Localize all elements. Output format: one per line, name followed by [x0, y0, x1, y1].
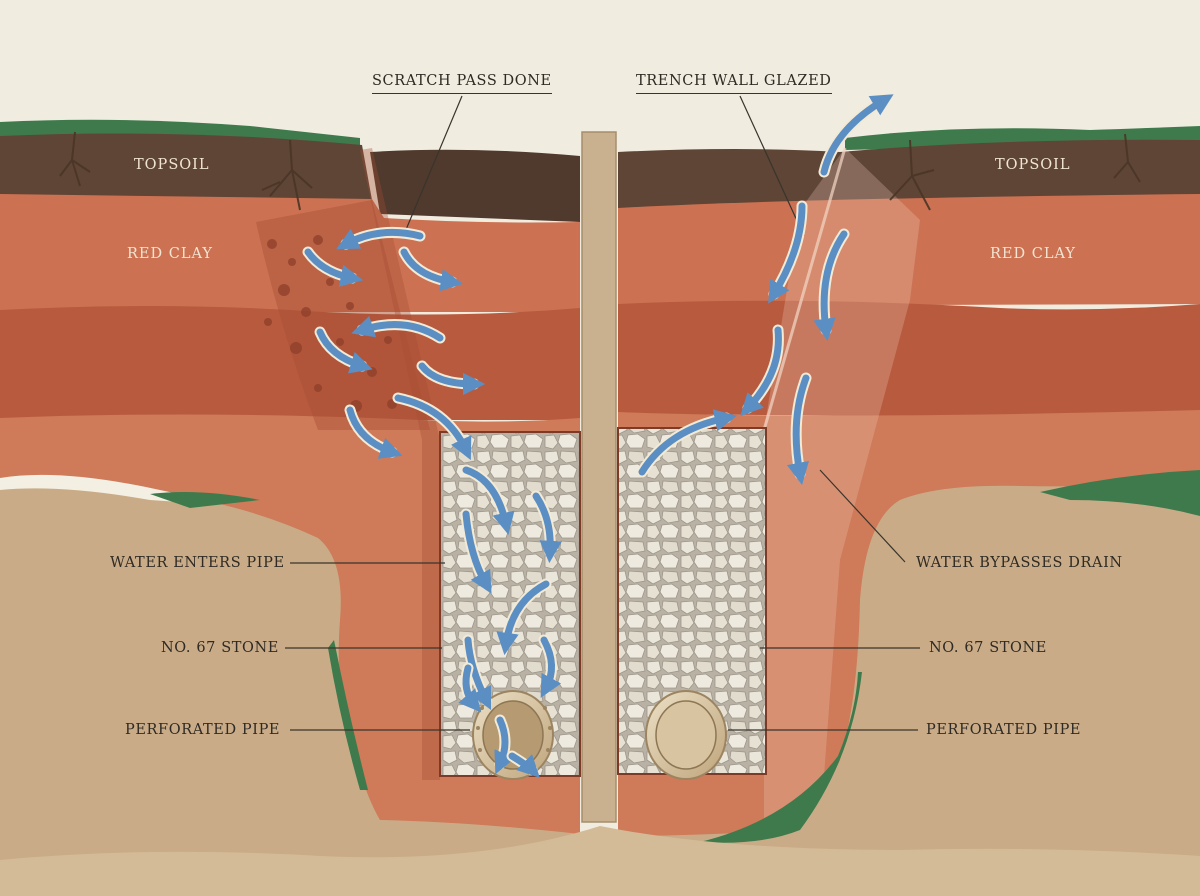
trench-topsoil-left [370, 150, 580, 222]
left-panel-soil [0, 120, 580, 896]
callout-trench-wall-glazed: TRENCH WALL GLAZED [636, 72, 832, 94]
clay-band-2-right [618, 301, 1200, 418]
panel-divider [582, 132, 616, 822]
layer-label-red-clay-right: RED CLAY [990, 245, 1076, 263]
perforated-pipe-right-inner [656, 701, 716, 769]
callout-scratch-pass-done: SCRATCH PASS DONE [372, 72, 552, 94]
callout-no67-stone-left: NO. 67 STONE [161, 639, 279, 657]
layer-label-topsoil-left: TOPSOIL [134, 156, 210, 174]
callout-perforated-pipe-right: PERFORATED PIPE [926, 721, 1081, 739]
callout-perforated-pipe-left: PERFORATED PIPE [125, 721, 280, 739]
layer-label-red-clay-left: RED CLAY [127, 245, 213, 263]
layer-label-topsoil-right: TOPSOIL [995, 156, 1071, 174]
callout-water-enters-pipe: WATER ENTERS PIPE [110, 554, 285, 572]
right-panel-soil [618, 126, 1200, 896]
callout-no67-stone-right: NO. 67 STONE [929, 639, 1047, 657]
callout-water-bypasses-drain: WATER BYPASSES DRAIN [916, 554, 1123, 572]
